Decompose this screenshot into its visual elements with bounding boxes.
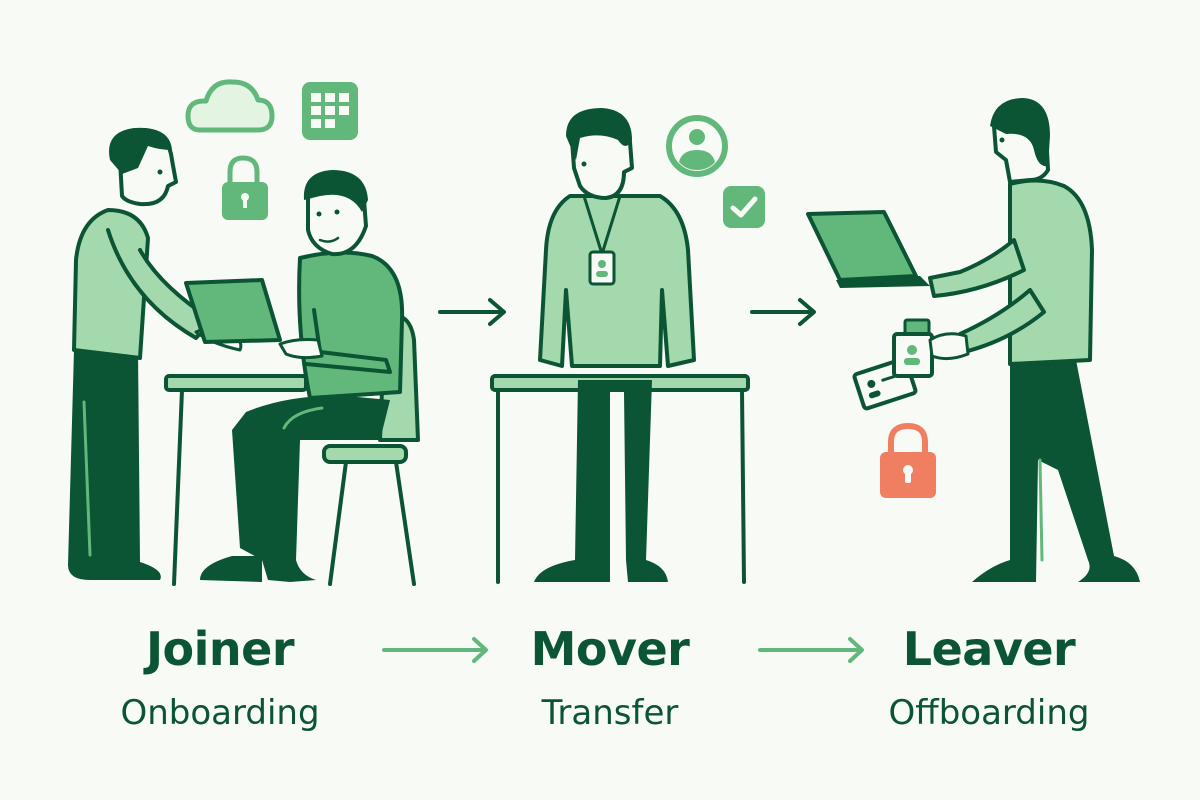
stage-mover: Mover Transfer <box>500 626 720 730</box>
flow-arrow-icon <box>382 637 488 663</box>
stage-subtitle: Offboarding <box>888 693 1090 733</box>
badge-icon <box>892 318 934 378</box>
stage-subtitle: Transfer <box>541 693 679 733</box>
leaver-scene <box>806 98 1140 582</box>
joiner-scene <box>68 79 420 586</box>
id-badge-icon <box>588 250 616 286</box>
cloud-icon <box>185 79 275 133</box>
stage-subtitle: Onboarding <box>120 693 320 733</box>
laptop-icon <box>184 278 282 344</box>
stage-joiner: Joiner Onboarding <box>100 626 340 730</box>
leaver-employee-figure <box>928 98 1140 582</box>
checkbox-check-icon <box>723 186 765 228</box>
flow-arrow-icon <box>758 637 864 663</box>
user-profile-icon <box>666 115 728 177</box>
mover-desk <box>490 374 750 584</box>
mover-employee-figure <box>534 108 696 582</box>
joiner-manager-figure <box>68 127 243 580</box>
stage-title: Leaver <box>902 622 1076 676</box>
joiner-new-hire-figure <box>200 170 420 586</box>
scene-arrow-2 <box>750 298 816 326</box>
scene-arrow-1 <box>438 298 506 326</box>
mover-scene <box>490 108 765 584</box>
stage-title: Joiner <box>145 622 295 676</box>
joiner-desk <box>164 374 308 586</box>
padlock-icon <box>222 155 268 220</box>
stage-leaver: Leaver Offboarding <box>864 626 1114 730</box>
app-grid-icon <box>302 82 358 140</box>
stage-title: Mover <box>530 622 690 676</box>
laptop-icon <box>806 210 930 288</box>
locked-padlock-icon <box>880 423 936 498</box>
